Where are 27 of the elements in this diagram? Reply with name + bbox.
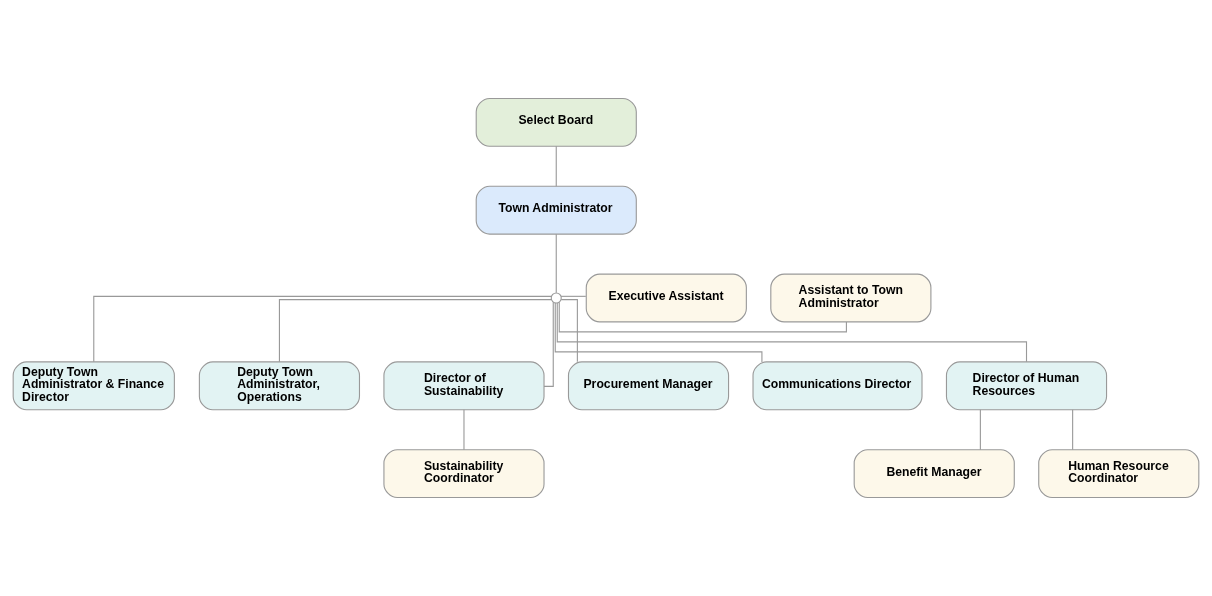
node-box: Town Administrator: [475, 185, 637, 235]
node-box: Director of Human Resources: [945, 361, 1108, 411]
connector: [560, 299, 578, 363]
node-circle: [550, 292, 562, 304]
connector: [93, 295, 552, 363]
node-box: Director of Sustainability: [383, 361, 545, 411]
node-box: Procurement Manager: [567, 361, 730, 411]
node-box: Benefit Manager: [853, 449, 1015, 499]
node-box: Deputy Town Administrator, Operations: [198, 361, 361, 411]
connector: [555, 233, 557, 294]
node-box: Communications Director: [752, 361, 923, 411]
node-box: Executive Assistant: [585, 273, 747, 323]
connector: [543, 301, 554, 387]
connector: [558, 301, 847, 333]
connector: [556, 302, 1028, 363]
connector: [979, 409, 981, 451]
connector: [555, 145, 557, 187]
connector: [560, 295, 587, 297]
connector: [1072, 409, 1074, 451]
connector: [554, 302, 763, 363]
node-box: Deputy Town Administrator & Finance Director: [12, 361, 175, 411]
node-box: Select Board: [475, 97, 637, 147]
connector: [278, 299, 552, 363]
node-box: Human Resource Coordinator: [1038, 449, 1200, 499]
node-box: Sustainability Coordinator: [383, 449, 545, 499]
connector: [463, 409, 465, 451]
node-box: Assistant to Town Administrator: [770, 273, 932, 323]
